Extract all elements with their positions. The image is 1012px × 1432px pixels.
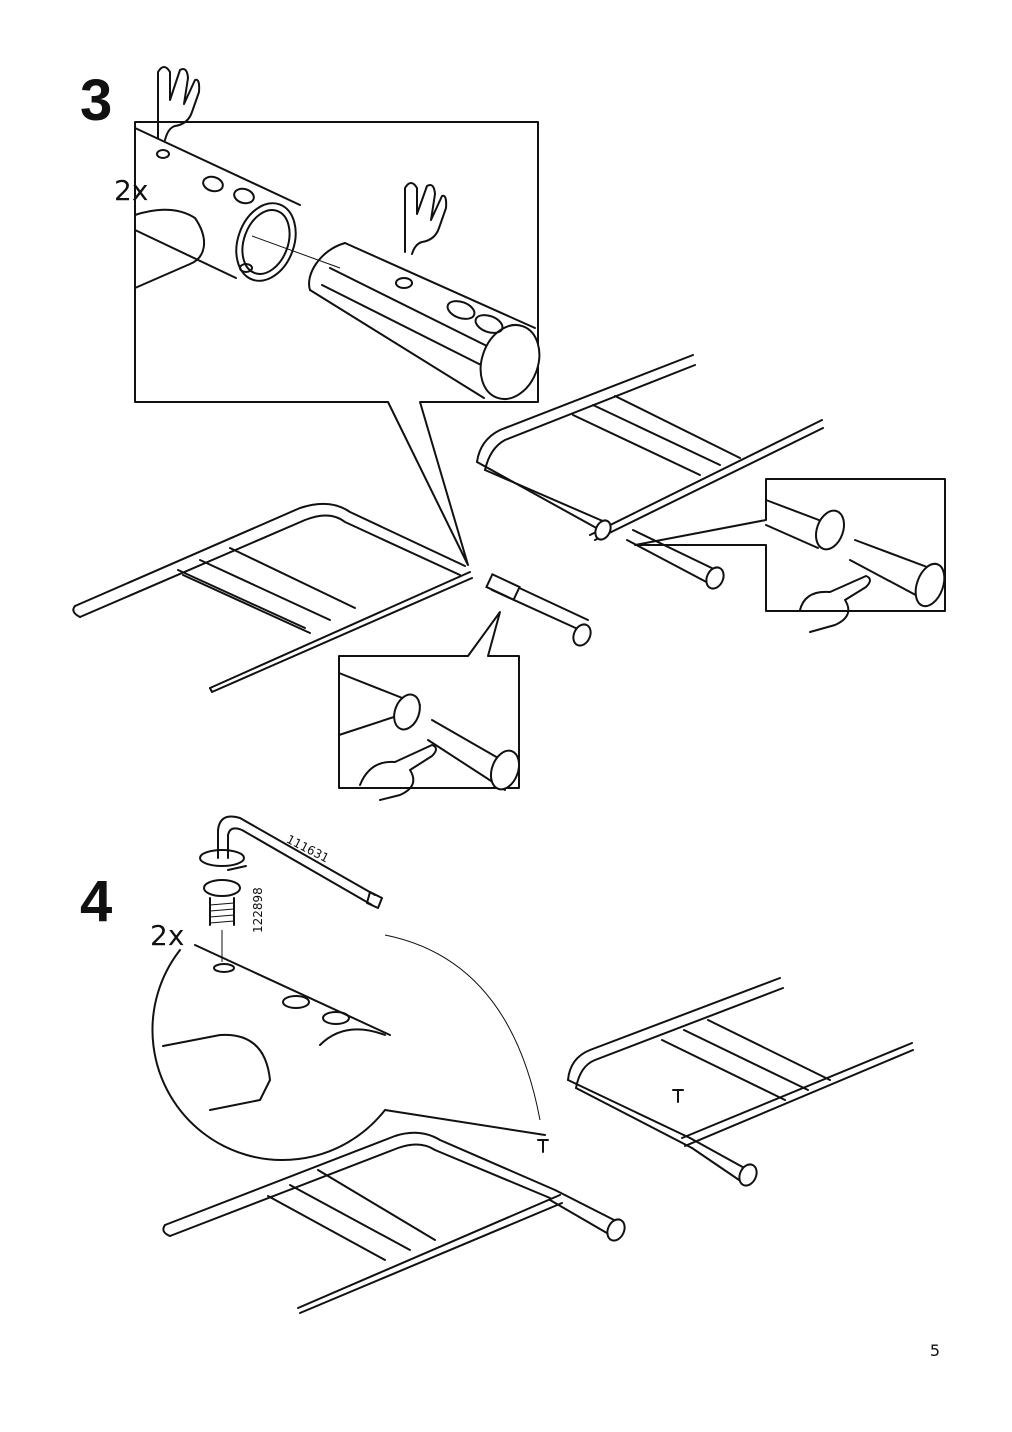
step4-circle-detail: [151, 934, 546, 1161]
step3-frame-left: [72, 502, 592, 693]
step4-frame-right: [567, 977, 914, 1187]
step-number-3: 3: [80, 68, 113, 133]
step3-detail-box-small-1: [338, 611, 521, 801]
step4-tools: [199, 815, 383, 962]
step-number-4: 4: [80, 869, 113, 934]
step4-frame-left: [162, 1131, 626, 1314]
step3-frame-right: [476, 354, 824, 590]
step3-detail-box-small-2: [634, 478, 946, 633]
step3-quantity: 2x: [114, 174, 149, 207]
page-number: 5: [929, 1341, 940, 1360]
bolt-part-number: 122898: [251, 887, 265, 933]
step4-quantity: 2x: [150, 919, 185, 952]
step3-detail-box: [134, 66, 541, 566]
